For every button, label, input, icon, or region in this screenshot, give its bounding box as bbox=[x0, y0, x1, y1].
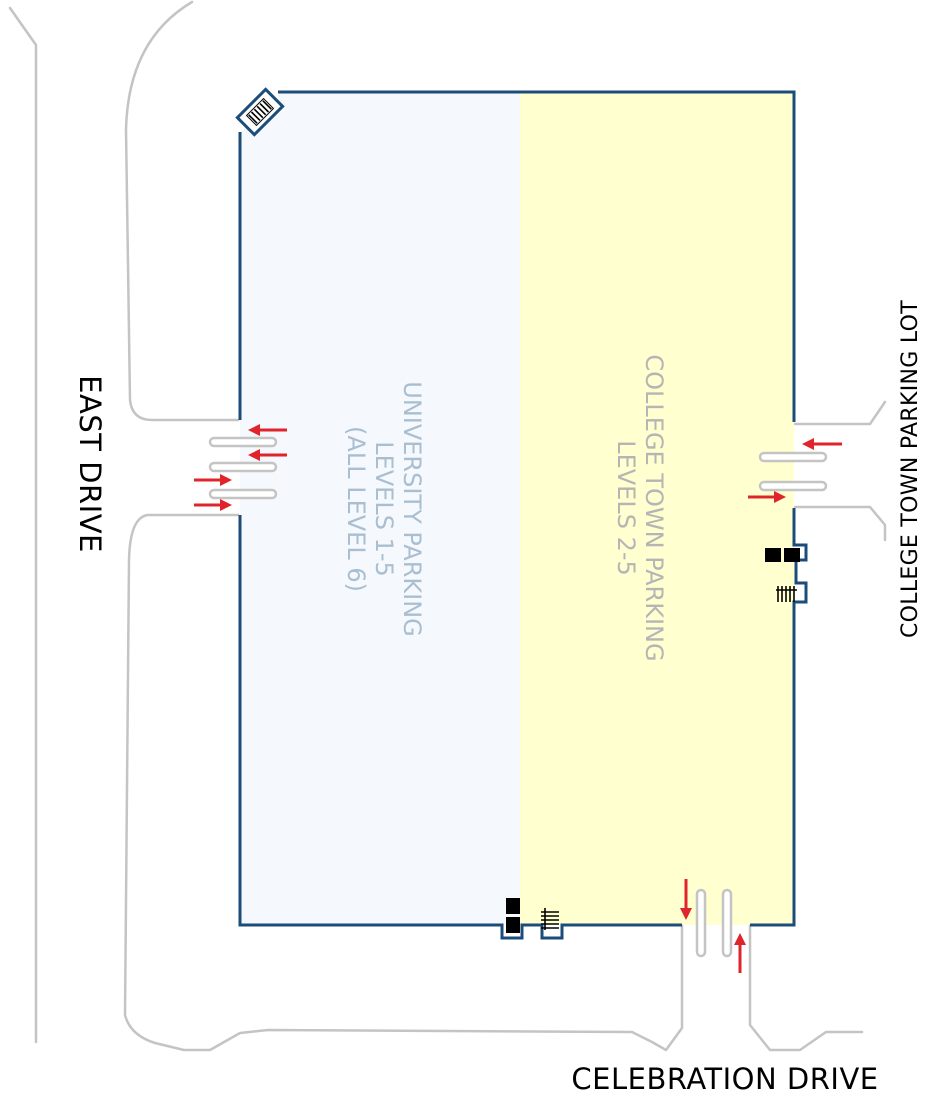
gate-south-1[interactable] bbox=[695, 888, 707, 958]
university-zone-label: UNIVERSITY PARKING LEVELS 1-5 (ALL LEVEL… bbox=[342, 381, 426, 637]
lot-lower-road bbox=[793, 505, 887, 542]
stair-tower-northwest bbox=[235, 87, 285, 137]
gate-east-2[interactable] bbox=[758, 480, 828, 492]
gate-east-1[interactable] bbox=[758, 451, 828, 463]
stairs-icon bbox=[776, 586, 797, 602]
gate-south-2[interactable] bbox=[721, 888, 733, 958]
red-arrow-icon bbox=[680, 879, 692, 920]
red-arrow-icon bbox=[802, 438, 842, 450]
road-network bbox=[8, 0, 887, 1052]
celebration-drive-label: CELEBRATION DRIVE bbox=[571, 1062, 878, 1096]
celebration-drive-road bbox=[748, 923, 864, 1052]
stairs-icon bbox=[248, 100, 272, 124]
red-arrow-icon bbox=[194, 474, 232, 486]
building-outline bbox=[238, 90, 808, 940]
elevator-icon bbox=[765, 548, 800, 562]
gate-west-3[interactable] bbox=[208, 488, 278, 500]
upper-approach-road bbox=[124, 0, 240, 422]
university-label-line-2: LEVELS 1-5 bbox=[370, 441, 398, 577]
university-zone[interactable] bbox=[240, 92, 520, 925]
red-arrow-icon bbox=[248, 449, 287, 461]
elevator-icon bbox=[506, 898, 520, 933]
traffic-arrows bbox=[194, 424, 842, 973]
parking-structure bbox=[235, 87, 808, 940]
college-town-label-line-1: COLLEGE TOWN PARKING bbox=[640, 354, 668, 661]
red-arrow-icon bbox=[748, 491, 786, 503]
red-arrow-icon bbox=[248, 424, 287, 436]
college-town-lot-label: COLLEGE TOWN PARKING LOT bbox=[898, 300, 923, 638]
red-arrow-icon bbox=[194, 499, 232, 511]
east-drive-label: EAST DRIVE bbox=[73, 375, 107, 553]
red-arrow-icon bbox=[734, 933, 746, 973]
college-town-zone-label: COLLEGE TOWN PARKING LEVELS 2-5 bbox=[612, 354, 668, 661]
lower-approach-road bbox=[123, 513, 684, 1052]
college-town-label-line-2: LEVELS 2-5 bbox=[612, 440, 640, 576]
college-town-zone[interactable] bbox=[520, 92, 794, 925]
gates bbox=[208, 436, 828, 958]
core-facilities bbox=[506, 548, 800, 933]
stairs-icon bbox=[541, 908, 559, 930]
university-label-line-3: (ALL LEVEL 6) bbox=[342, 426, 370, 592]
gate-west-1[interactable] bbox=[208, 436, 278, 448]
lot-upper-road bbox=[793, 400, 887, 426]
university-label-line-1: UNIVERSITY PARKING bbox=[398, 381, 426, 637]
gate-west-2[interactable] bbox=[208, 461, 278, 473]
east-drive-road bbox=[8, 6, 38, 1044]
